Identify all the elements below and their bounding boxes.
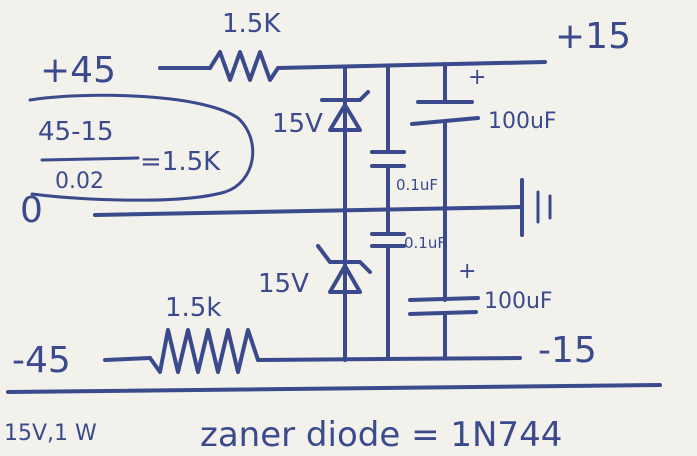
top-big-cap-label: 100uF <box>488 109 557 134</box>
calc-denominator: 0.02 <box>55 169 104 194</box>
bottom-big-cap-label: 100uF <box>484 289 553 314</box>
bottom-zener-bar <box>316 244 372 274</box>
pos-output-label: +15 <box>555 16 631 57</box>
bottom-resistor-label: 1.5k <box>165 293 221 323</box>
footer-spec: 15V,1 W <box>4 421 97 446</box>
top-zener-label: 15V <box>272 109 323 139</box>
pos-input-label: +45 <box>40 50 116 91</box>
footer-zener-text: zaner diode = 1N744 <box>200 415 562 455</box>
ground-wire <box>93 205 522 217</box>
top-resistor-label: 1.5K <box>222 9 281 39</box>
separator-line <box>6 383 662 394</box>
bottom-resistor <box>148 328 260 374</box>
top-small-cap-label: 0.1uF <box>396 176 438 194</box>
bottom-input-wire <box>103 356 152 362</box>
top-rail-wire <box>276 60 547 70</box>
top-zener-bar <box>320 90 370 102</box>
ground-zero-label: 0 <box>20 190 43 231</box>
calc-numerator: 45-15 <box>38 117 114 147</box>
calc-result: =1.5K <box>140 147 221 177</box>
top-zener-diode <box>328 103 362 132</box>
big-cap-bottom-plate-b <box>408 310 478 316</box>
bottom-zener-diode <box>328 264 362 294</box>
neg-input-label: -45 <box>12 340 71 381</box>
neg-output-label: -15 <box>538 330 597 371</box>
big-cap-bottom-plate-a <box>408 296 480 302</box>
top-resistor <box>208 50 280 82</box>
bottom-zener-label: 15V <box>258 269 309 299</box>
bottom-small-cap-label: 0.1uF <box>404 234 446 252</box>
bottom-polarity-mark: + <box>458 259 476 284</box>
top-polarity-mark: + <box>468 65 486 90</box>
calc-fraction-bar <box>40 156 140 162</box>
calc-bubble <box>28 93 255 202</box>
